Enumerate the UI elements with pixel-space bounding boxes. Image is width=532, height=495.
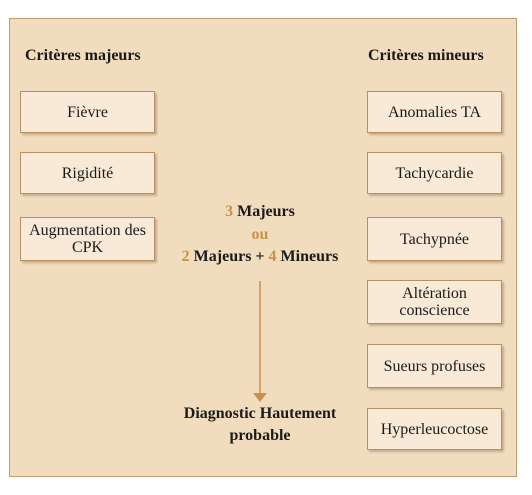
major-criterion-label: Rigidité [61,164,114,182]
result-line-2: probable [229,427,291,444]
rule-count: 2 [181,248,190,265]
minor-criterion-box: Tachycardie [367,152,502,194]
diagram-panel: Critères majeurs Critères mineurs Fièvre… [9,18,517,477]
major-criterion-box: Fièvre [20,91,155,133]
result-line-1: Diagnostic Hautement [183,405,337,422]
rule-line-3: 2 Majeurs + 4 Mineurs [160,248,360,266]
rule-text: Majeurs + [193,248,265,265]
minor-criterion-label: Anomalies TA [387,103,482,121]
rule-count: 3 [225,203,234,220]
major-criterion-box: Rigidité [20,152,155,194]
minor-criterion-label: Hyperleucoctose [380,420,489,438]
minor-criterion-box: Sueurs profuses [367,344,502,388]
major-criteria-heading: Critères majeurs [25,47,141,64]
minor-criterion-label: Sueurs profuses [383,357,486,375]
minor-criterion-label: Tachypnée [399,230,470,248]
rule-text: Majeurs [237,203,295,220]
major-criterion-label: Augmentation des CPK [29,222,146,256]
minor-criterion-box: Altération conscience [367,280,502,324]
rule-line-1: 3 Majeurs [160,203,360,221]
rule-count: 4 [268,248,277,265]
minor-criterion-box: Hyperleucoctose [367,408,502,450]
minor-criterion-label: Tachycardie [395,164,474,182]
major-criterion-label: Fièvre [67,103,108,121]
rule-text: Mineurs [280,248,339,265]
rule-or: ou [251,226,269,243]
minor-criterion-label: Altération conscience [399,285,470,319]
minor-criterion-box: Anomalies TA [367,91,502,133]
down-arrow-icon [253,281,267,402]
minor-criteria-heading: Critères mineurs [368,47,484,64]
minor-criterion-box: Tachypnée [367,217,502,261]
major-criterion-box: Augmentation des CPK [20,217,155,261]
